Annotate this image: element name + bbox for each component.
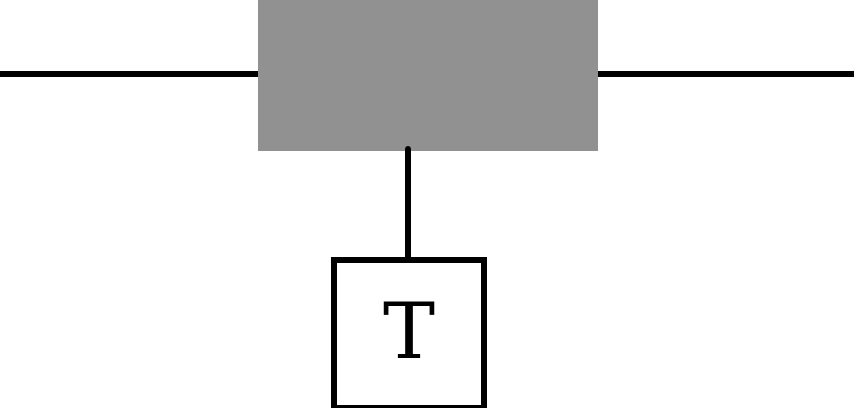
t-box-label: T (383, 287, 435, 377)
gray-block (258, 0, 598, 151)
t-box (331, 257, 487, 408)
